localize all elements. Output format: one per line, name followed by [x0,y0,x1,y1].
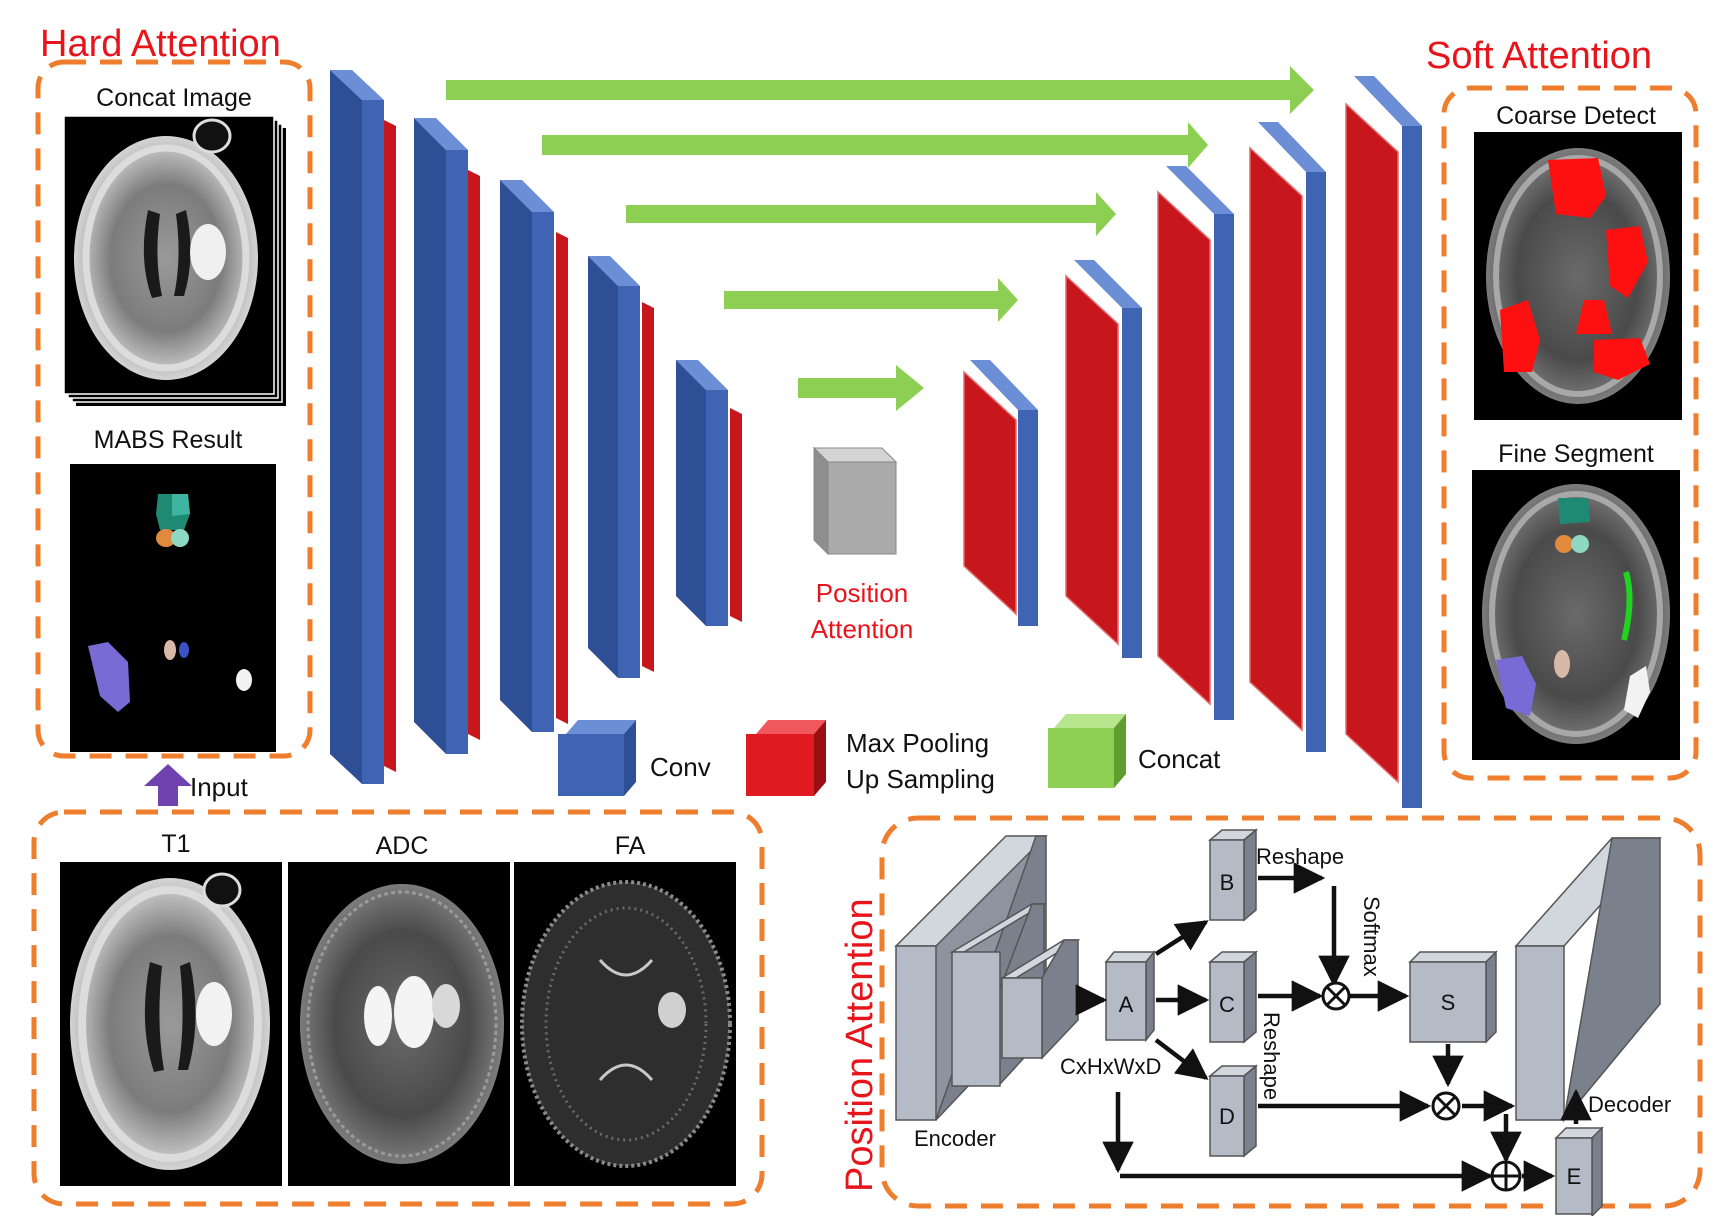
pa-node-s-label: S [1441,990,1456,1015]
pa-arrows [1075,862,1592,1192]
pa-node-b-label: B [1220,870,1235,895]
t1-label: T1 [161,830,190,858]
fa-label: FA [615,832,646,860]
skip-arrow-1 [446,66,1314,114]
coarse-detect-label: Coarse Detect [1496,102,1656,130]
skip-connections [446,66,1314,411]
pa-module: A B C D S E Reshape Reshape Softmax CxHx… [894,828,1671,1216]
pa-node-s [1408,950,1498,1044]
decoder-block-1 [963,360,1038,626]
pa-node-a-label: A [1119,992,1134,1017]
skip-arrow-4 [724,278,1018,322]
pa-decoder-block [1514,837,1662,1123]
pa-node-e [1554,1126,1604,1216]
pa-dims: CxHxWxD [1060,1054,1161,1079]
decoder-blocks [963,76,1422,808]
mabs-result-label: MABS Result [94,426,243,454]
legend-conv-label: Conv [650,752,711,782]
concat-image-stack [63,115,286,406]
decoder-block-3 [1157,166,1234,720]
hard-attention-title: Hard Attention [40,23,281,65]
center-attention-label: Attention [811,614,914,644]
legend-concat-swatch [1048,714,1126,788]
pa-add [1490,1160,1522,1192]
encoder-block-5 [676,360,742,626]
pa-node-b [1207,828,1259,922]
skip-arrow-3 [626,192,1116,236]
encoder-block-3 [500,180,568,732]
t1-image [60,862,282,1186]
decoder-block-2 [1065,260,1142,658]
fine-segment-image [1472,470,1680,760]
skip-arrow-2 [542,122,1208,168]
pa-node-c-label: C [1219,992,1235,1017]
pa-reshape-side: Reshape [1259,1012,1284,1100]
mabs-result-image [70,464,276,752]
pa-encoder-stack [894,835,1081,1121]
pa-softmax: Softmax [1359,896,1384,977]
position-attention-vertical-title: Position Attention [839,898,881,1192]
skip-arrow-5 [798,365,924,411]
legend-pool-label-2: Up Sampling [846,764,995,794]
position-attention-cube [812,446,898,556]
legend-concat-label: Concat [1138,744,1221,774]
soft-attention-title: Soft Attention [1426,35,1652,77]
encoder-blocks [330,70,742,784]
center-position-label: Position [816,578,909,608]
pa-reshape-top: Reshape [1256,844,1344,869]
hard-attention-panel [35,59,313,759]
dashed-panels [31,59,1703,1209]
legend-pool-swatch [746,720,826,796]
legend-pool-label-1: Max Pooling [846,728,989,758]
encoder-block-1 [330,70,396,784]
pa-node-d-label: D [1219,1104,1235,1129]
pa-node-d [1207,1064,1259,1158]
adc-label: ADC [376,832,429,860]
decoder-block-4 [1249,122,1326,752]
soft-attention-panel [1441,85,1699,781]
encoder-block-4 [588,256,654,678]
decoder-block-5 [1345,76,1422,808]
pa-decoder-label: Decoder [1588,1092,1671,1117]
pa-multiply-2 [1431,1091,1461,1121]
modalities-panel [31,809,765,1207]
pa-multiply-1 [1321,981,1351,1011]
pa-node-a [1104,949,1156,1043]
adc-image [288,862,510,1186]
concat-image-label: Concat Image [96,84,252,112]
coarse-detect-image [1474,132,1682,420]
input-arrow [144,764,192,806]
pa-node-c [1207,950,1259,1044]
pa-node-e-label: E [1567,1164,1582,1189]
pa-encoder-label: Encoder [914,1126,996,1151]
input-label: Input [190,772,249,802]
encoder-block-2 [414,118,480,754]
fa-image [514,862,736,1186]
fine-segment-label: Fine Segment [1498,440,1654,468]
position-attention-panel [879,815,1703,1209]
legend-conv-swatch [558,720,636,796]
